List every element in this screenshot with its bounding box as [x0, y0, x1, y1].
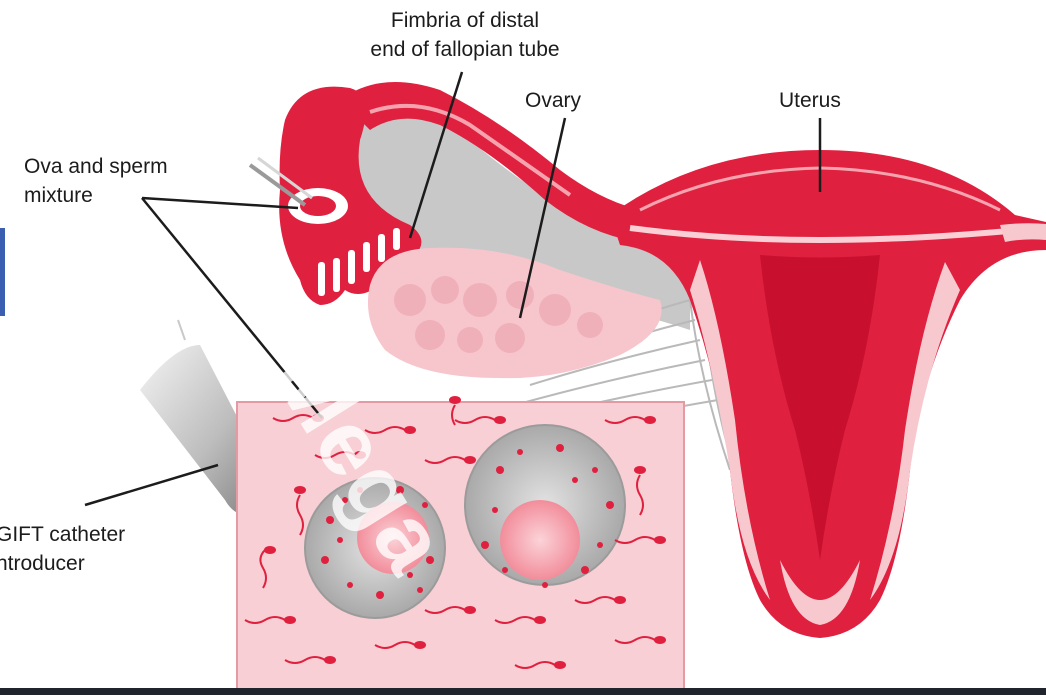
label-fimbria: Fimbria of distal end of fallopian tube [330, 6, 600, 64]
label-ova-sperm: Ova and sperm mixture [24, 152, 168, 210]
label-uterus: Uterus [779, 86, 841, 115]
label-ovary: Ovary [525, 86, 581, 115]
label-gift-line2: ntroducer [0, 549, 125, 578]
left-edge-tab [0, 228, 5, 316]
label-gift-line1: GIFT catheter [0, 520, 125, 549]
label-fimbria-line2: end of fallopian tube [330, 35, 600, 64]
label-ova-line2: mixture [24, 181, 168, 210]
label-ova-line1: Ova and sperm [24, 152, 168, 181]
oocyte-left [305, 478, 445, 618]
label-fimbria-line1: Fimbria of distal [330, 6, 600, 35]
leader-gift [85, 465, 218, 505]
label-ovary-text: Ovary [525, 86, 581, 115]
label-gift-catheter: GIFT catheter ntroducer [0, 520, 125, 578]
right-fallopian-tube [1000, 223, 1046, 242]
bottom-bar [0, 688, 1046, 695]
label-uterus-text: Uterus [779, 86, 841, 115]
